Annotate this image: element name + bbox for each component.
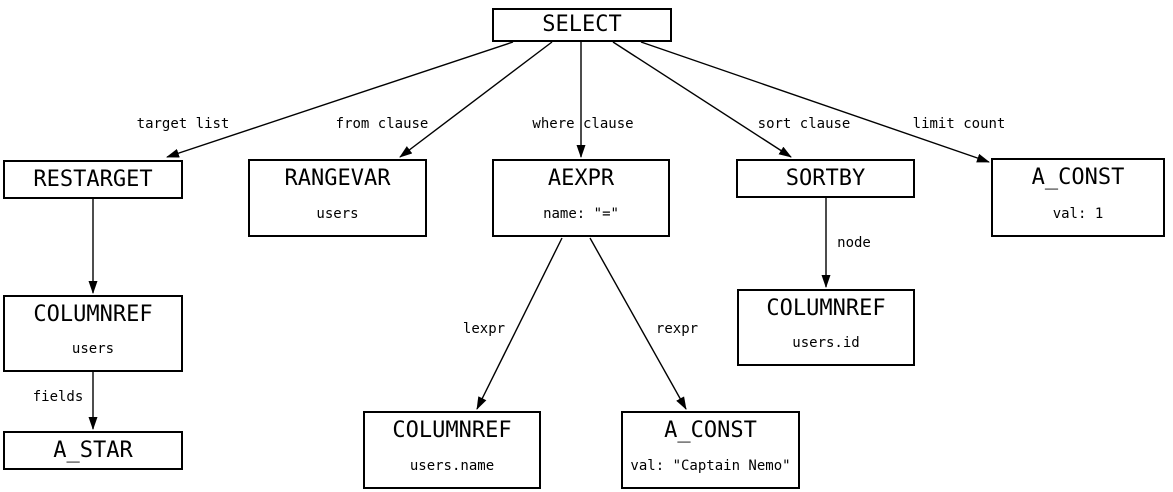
node-sortby-title: SORTBY: [785, 165, 866, 191]
node-columnref-users-name-title: COLUMNREF: [392, 418, 512, 443]
edge-label-where-clause: where clause: [532, 116, 634, 132]
node-a-const-nemo-title: A_CONST: [664, 418, 757, 443]
node-select: SELECT: [492, 8, 672, 42]
node-columnref-users-id-title: COLUMNREF: [766, 296, 886, 321]
edge-aexpr-lexpr: [476, 237, 563, 410]
node-a-const-limit: A_CONST val: 1: [991, 158, 1165, 237]
edge-label-from-clause: from clause: [335, 116, 429, 132]
node-a-star: A_STAR: [3, 431, 183, 470]
node-rangevar: RANGEVAR users: [248, 159, 427, 237]
node-restarget: RESTARGET: [3, 160, 183, 199]
edge-label-node: node: [837, 235, 871, 251]
edge-label-sort-clause: sort clause: [757, 116, 851, 132]
node-aexpr: AEXPR name: "=": [492, 159, 670, 237]
node-columnref-users-value: users: [71, 341, 115, 357]
edge-label-lexpr: lexpr: [462, 321, 506, 337]
edge-label-rexpr: rexpr: [655, 321, 699, 337]
node-columnref-users: COLUMNREF users: [3, 295, 183, 372]
node-a-const-limit-title: A_CONST: [1031, 165, 1125, 190]
node-columnref-users-name: COLUMNREF users.name: [363, 411, 541, 489]
node-restarget-title: RESTARGET: [33, 166, 153, 192]
node-sortby: SORTBY: [736, 159, 915, 198]
node-select-title: SELECT: [542, 12, 622, 37]
node-columnref-users-name-value: users.name: [409, 458, 495, 474]
node-a-const-nemo-value: val: "Captain Nemo": [630, 458, 791, 474]
node-columnref-users-title: COLUMNREF: [33, 302, 153, 327]
edge-label-fields: fields: [32, 389, 84, 405]
edge-select-aconst: [640, 41, 990, 163]
edge-select-rangevar: [399, 41, 553, 158]
node-columnref-users-id: COLUMNREF users.id: [737, 289, 915, 366]
node-a-star-title: A_STAR: [53, 437, 133, 463]
node-aexpr-value: name: "=": [543, 206, 619, 222]
node-rangevar-value: users: [316, 206, 359, 222]
edge-aexpr-rexpr: [589, 237, 687, 410]
node-columnref-users-id-value: users.id: [792, 335, 860, 351]
edge-label-limit-count: limit count: [912, 116, 1006, 132]
edge-select-sortby: [612, 41, 792, 158]
edge-select-restarget: [166, 41, 514, 158]
edge-label-target-list: target list: [136, 116, 230, 132]
node-a-const-nemo: A_CONST val: "Captain Nemo": [621, 411, 800, 489]
node-aexpr-title: AEXPR: [547, 166, 615, 191]
node-rangevar-title: RANGEVAR: [284, 166, 391, 191]
node-a-const-limit-value: val: 1: [1052, 206, 1104, 222]
